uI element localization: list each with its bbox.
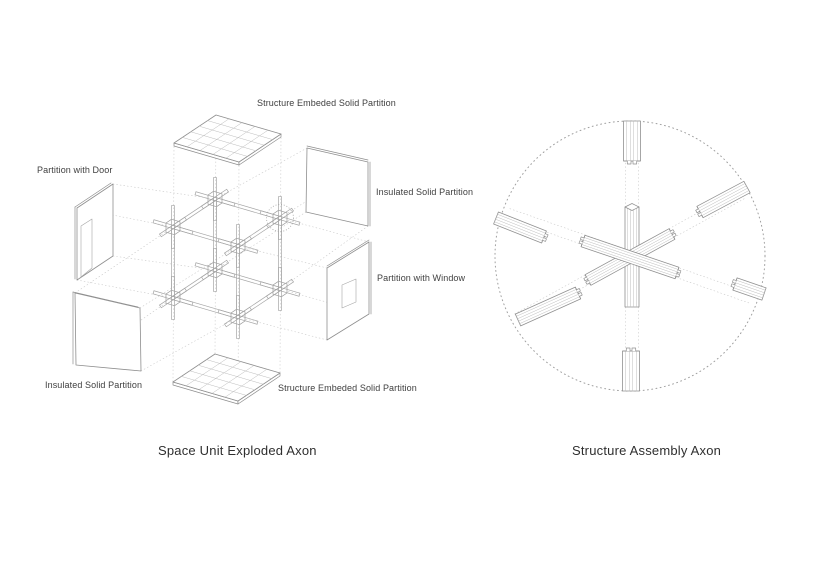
space-unit-exploded-axon [72,114,372,405]
label-partition-with-window: Partition with Window [377,273,466,283]
label-partition-with-door: Partition with Door [37,165,113,175]
label-bottom-embedded-partition: Structure Embeded Solid Partition [278,383,417,393]
title-space-unit-exploded-axon: Space Unit Exploded Axon [158,443,317,458]
structure-assembly-axon [493,120,767,392]
label-top-embedded-partition: Structure Embeded Solid Partition [257,98,396,108]
title-structure-assembly-axon: Structure Assembly Axon [572,443,722,458]
label-insulated-left: Insulated Solid Partition [45,380,143,390]
label-insulated-right: Insulated Solid Partition [376,187,474,197]
